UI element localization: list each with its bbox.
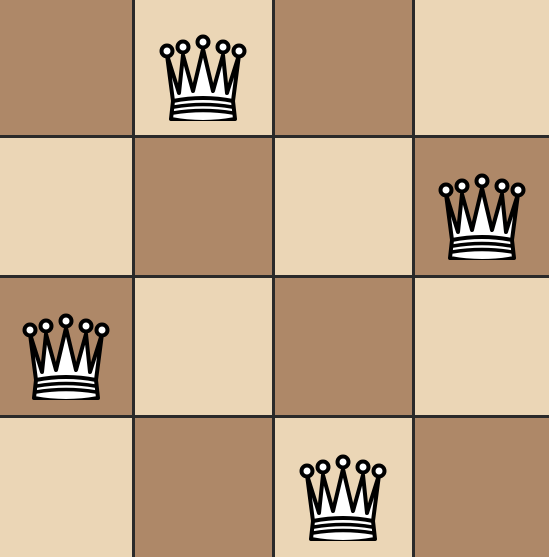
board-square-r2-c3[interactable] (414, 277, 549, 415)
board-square-r2-c2[interactable] (274, 277, 412, 415)
board-square-r1-c0[interactable] (0, 137, 132, 275)
board-square-r1-c3[interactable] (414, 137, 549, 275)
board-square-r0-c0[interactable] (0, 0, 132, 135)
board-square-r0-c3[interactable] (414, 0, 549, 135)
board-square-r3-c2[interactable] (274, 417, 412, 557)
board-square-r0-c1[interactable] (134, 0, 272, 135)
board-square-r3-c0[interactable] (0, 417, 132, 557)
board-square-r1-c2[interactable] (274, 137, 412, 275)
board-square-r3-c1[interactable] (134, 417, 272, 557)
board-square-r2-c0[interactable] (0, 277, 132, 415)
board-square-r0-c2[interactable] (274, 0, 412, 135)
board-square-r3-c3[interactable] (414, 417, 549, 557)
board-square-r1-c1[interactable] (134, 137, 272, 275)
board-square-r2-c1[interactable] (134, 277, 272, 415)
